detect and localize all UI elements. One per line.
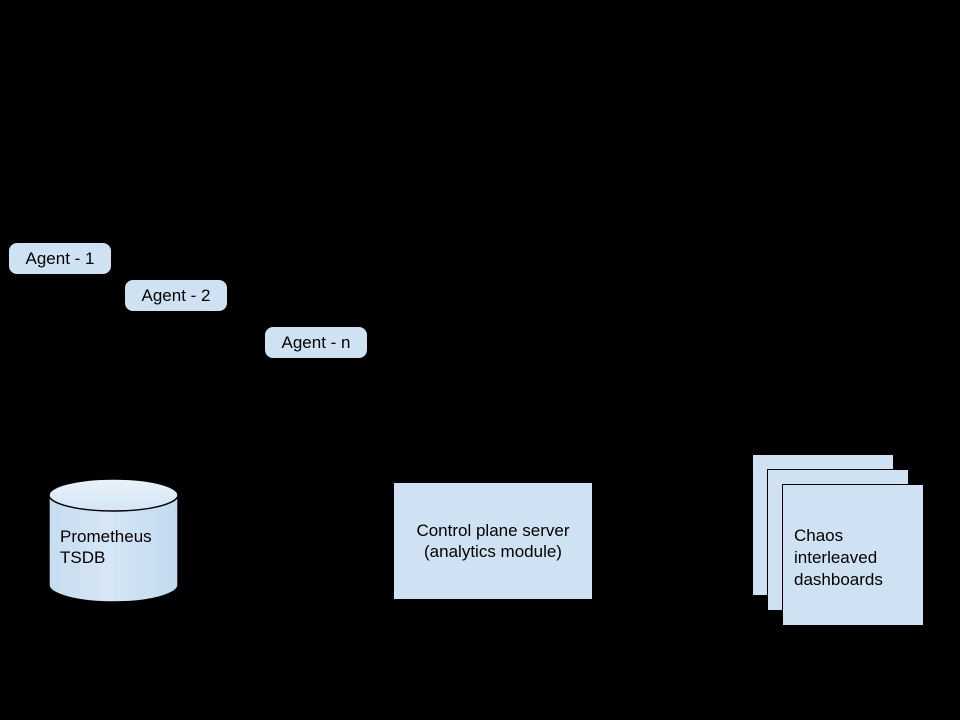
node-agent-1-label: Agent - 1 (25, 248, 95, 268)
node-agent-2-label: Agent - 2 (141, 285, 211, 305)
cylinder-shape-icon (48, 478, 179, 602)
control-plane-label-line-1: Control plane server (416, 521, 570, 540)
node-control-plane-server[interactable]: Control plane server (analytics module) (393, 482, 593, 600)
node-agent-n-label: Agent - n (281, 332, 351, 352)
node-agent-n[interactable]: Agent - n (264, 326, 368, 359)
dashboard-card-front[interactable] (782, 484, 924, 626)
node-agent-1[interactable]: Agent - 1 (8, 242, 112, 275)
control-plane-label-line-2: (analytics module) (424, 542, 562, 561)
node-agent-2[interactable]: Agent - 2 (124, 279, 228, 312)
node-prometheus-tsdb[interactable]: Prometheus TSDB (48, 478, 179, 602)
node-chaos-interleaved-dashboards[interactable]: Chaos interleaved dashboards (752, 454, 924, 629)
